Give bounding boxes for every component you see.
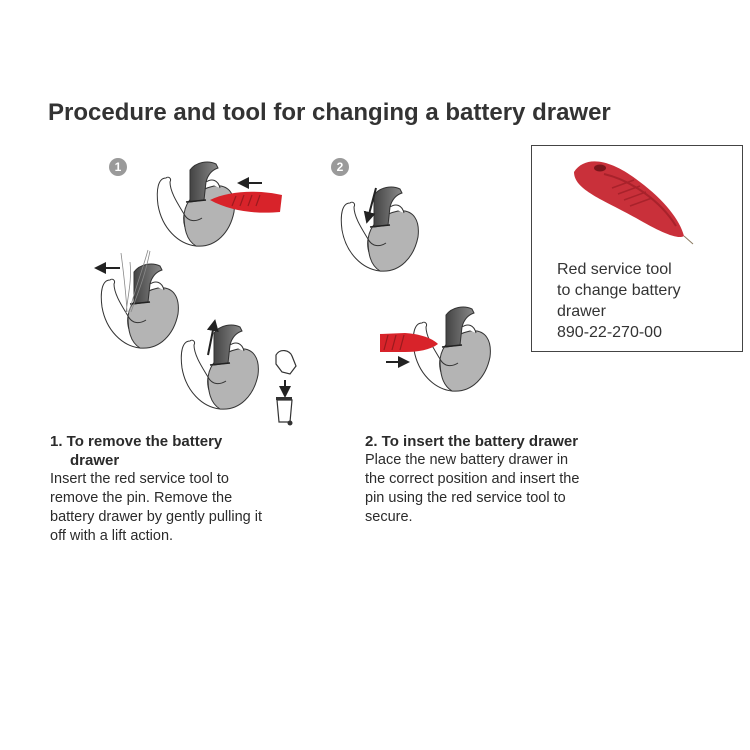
hearing-aid-illustration	[340, 186, 420, 272]
step-2-heading: 2. To insert the battery drawer	[365, 432, 635, 451]
arrow-down-icon	[363, 187, 377, 224]
caption-line: drawer	[557, 303, 606, 320]
step-2-body: Place the new battery drawer in the corr…	[365, 451, 635, 527]
body-line: remove the pin. Remove the	[50, 490, 233, 506]
body-line: pin using the red service tool to	[365, 490, 566, 506]
hearing-aid-illustration	[180, 324, 260, 410]
step-1-body: Insert the red service tool to remove th…	[50, 470, 320, 546]
heading-line: drawer	[70, 452, 120, 469]
red-service-tool-photo	[574, 161, 694, 245]
step-1-heading: 1. To remove the battery drawer	[50, 432, 320, 470]
arrow-up-icon	[206, 319, 219, 356]
page-title: Procedure and tool for changing a batter…	[48, 99, 611, 126]
caption-line: Red service tool	[557, 261, 672, 278]
lift-motion-lines	[120, 249, 151, 314]
body-line: secure.	[365, 509, 413, 525]
red-service-tool-icon	[210, 191, 282, 213]
service-tool-box: Red service tool to change battery drawe…	[531, 145, 743, 352]
body-line: the correct position and insert the	[365, 471, 580, 487]
step-2-badge: 2	[331, 158, 349, 176]
caption-line: to change battery	[557, 282, 681, 299]
body-line: off with a lift action.	[50, 528, 174, 544]
heading-line: 2. To insert the battery drawer	[365, 433, 579, 450]
red-service-tool-icon	[380, 333, 438, 352]
service-tool-caption: Red service tool to change battery drawe…	[557, 259, 737, 343]
body-line: Place the new battery drawer in	[365, 452, 569, 468]
part-number: 890-22-270-00	[557, 324, 662, 341]
step-1-badge: 1	[109, 158, 127, 176]
body-line: Insert the red service tool to	[50, 471, 229, 487]
heading-line: 1. To remove the battery	[50, 433, 223, 450]
step-2-section: 2. To insert the battery drawer Place th…	[365, 432, 635, 527]
step-1-section: 1. To remove the battery drawer Insert t…	[50, 432, 320, 546]
discard-in-bin-icon	[275, 350, 297, 426]
body-line: battery drawer by gently pulling it	[50, 509, 262, 525]
